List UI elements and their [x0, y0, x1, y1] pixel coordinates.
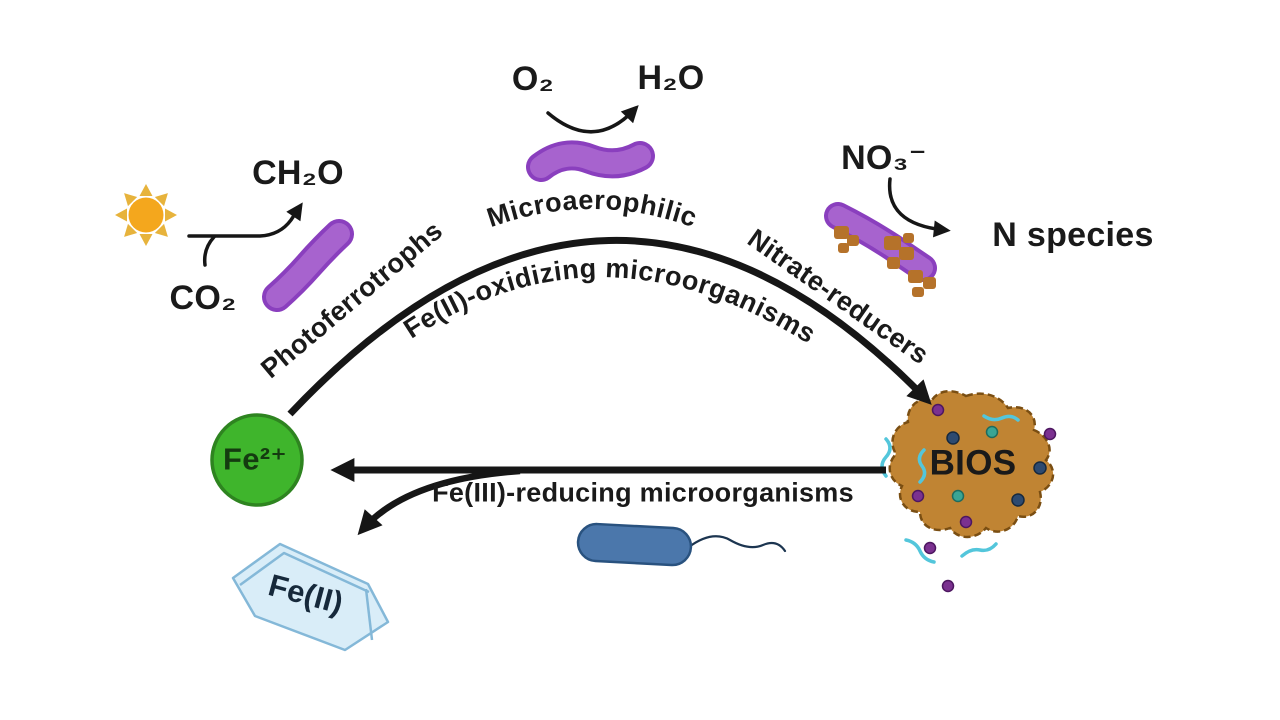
h2o-label: H₂O	[637, 59, 705, 97]
n-species-label: N species	[992, 216, 1154, 254]
oxidation-arc-arrow	[287, 236, 932, 417]
oxidizing-pathway-label: Fe(II)-oxidizing microorganisms	[398, 253, 821, 349]
ferrous-iron-sphere-icon	[210, 413, 304, 507]
bios-squiggles	[880, 414, 1020, 564]
bacterium-rod-icon-photoferrotroph	[262, 219, 354, 312]
bios-aggregate-icon	[880, 390, 1057, 593]
encrusted-bacterium-icon	[824, 202, 937, 297]
oxygen-reduction-arrow	[546, 105, 639, 134]
reducing-pathway-label: Fe(III)-reducing microorganisms	[432, 477, 854, 508]
mineral-branch-arrow	[357, 467, 521, 536]
ferrous-mineral-crystal-icon	[231, 542, 390, 652]
bios-label: BIOS	[929, 443, 1017, 483]
mineral-crust	[834, 226, 936, 297]
microaerophilic-label: Microaerophilic	[483, 185, 701, 233]
no3-label: NO₃⁻	[841, 139, 927, 177]
ch2o-label: CH₂O	[252, 154, 344, 192]
bios-cell-dots	[911, 403, 1057, 593]
flagellated-bacterium-icon	[576, 522, 787, 567]
o2-label: O₂	[511, 60, 555, 98]
co2-label: CO₂	[169, 279, 237, 317]
photosynthesis-arrow	[187, 202, 303, 267]
ferrous-iron-label: Fe²⁺	[222, 441, 288, 477]
nitrate-reduction-arrow	[887, 177, 951, 238]
flagellum	[687, 535, 787, 553]
sun-icon	[115, 184, 177, 246]
bacterium-rod-icon-microaerophilic	[526, 140, 655, 182]
